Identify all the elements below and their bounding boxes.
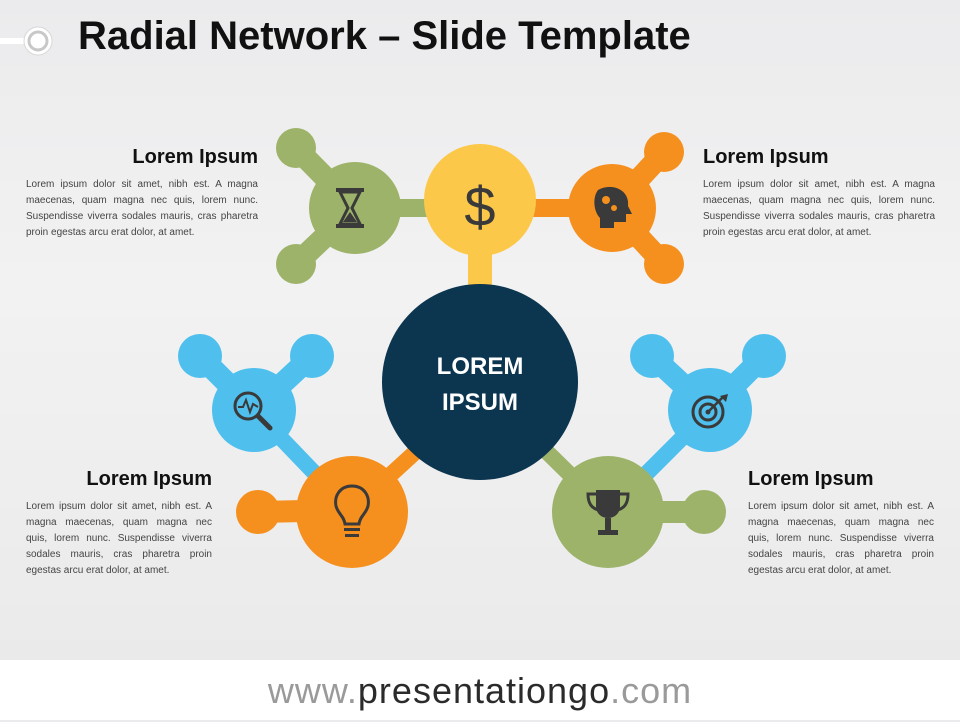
footer-url[interactable]: www.presentationgo.com [0,660,960,720]
node-yellow-top [424,144,536,290]
block-body: Lorem ipsum dolor sit amet, nibh est. A … [748,501,934,576]
footer-brand: presentationgo [357,670,611,711]
node-orange-bottom [236,440,428,568]
analytics-magnifier-icon [233,391,273,431]
block-heading: Lorem Ipsum [132,146,258,168]
center-hub [382,284,578,480]
hourglass-icon [336,188,364,228]
block-body: Lorem ipsum dolor sit amet, nibh est. A … [703,179,935,238]
text-block-bottom-left: Lorem Ipsum Lorem ipsum dolor sit amet, … [26,468,212,579]
block-body: Lorem ipsum dolor sit amet, nibh est. A … [26,179,258,238]
center-label-line1: LOREM [437,353,524,380]
pin-decoration [0,26,53,56]
block-heading: Lorem Ipsum [748,468,874,490]
block-heading: Lorem Ipsum [703,146,829,168]
node-green-top [276,128,440,284]
footer-suffix: .com [610,670,693,711]
text-block-top-right: Lorem Ipsum Lorem ipsum dolor sit amet, … [703,146,935,241]
block-body: Lorem ipsum dolor sit amet, nibh est. A … [26,501,212,576]
center-label-line2: IPSUM [442,389,518,416]
text-block-top-left: Lorem Ipsum Lorem ipsum dolor sit amet, … [26,146,258,241]
block-heading: Lorem Ipsum [86,468,212,490]
text-block-bottom-right: Lorem Ipsum Lorem ipsum dolor sit amet, … [748,468,934,579]
node-green-bottom [539,444,726,568]
page-title: Radial Network – Slide Template [78,14,691,58]
brain-gears-icon [594,186,632,228]
target-icon [691,394,728,429]
lightbulb-icon [334,484,370,537]
trophy-icon [586,490,630,535]
footer-prefix: www. [267,670,358,711]
dollar-icon: $ [464,175,495,238]
